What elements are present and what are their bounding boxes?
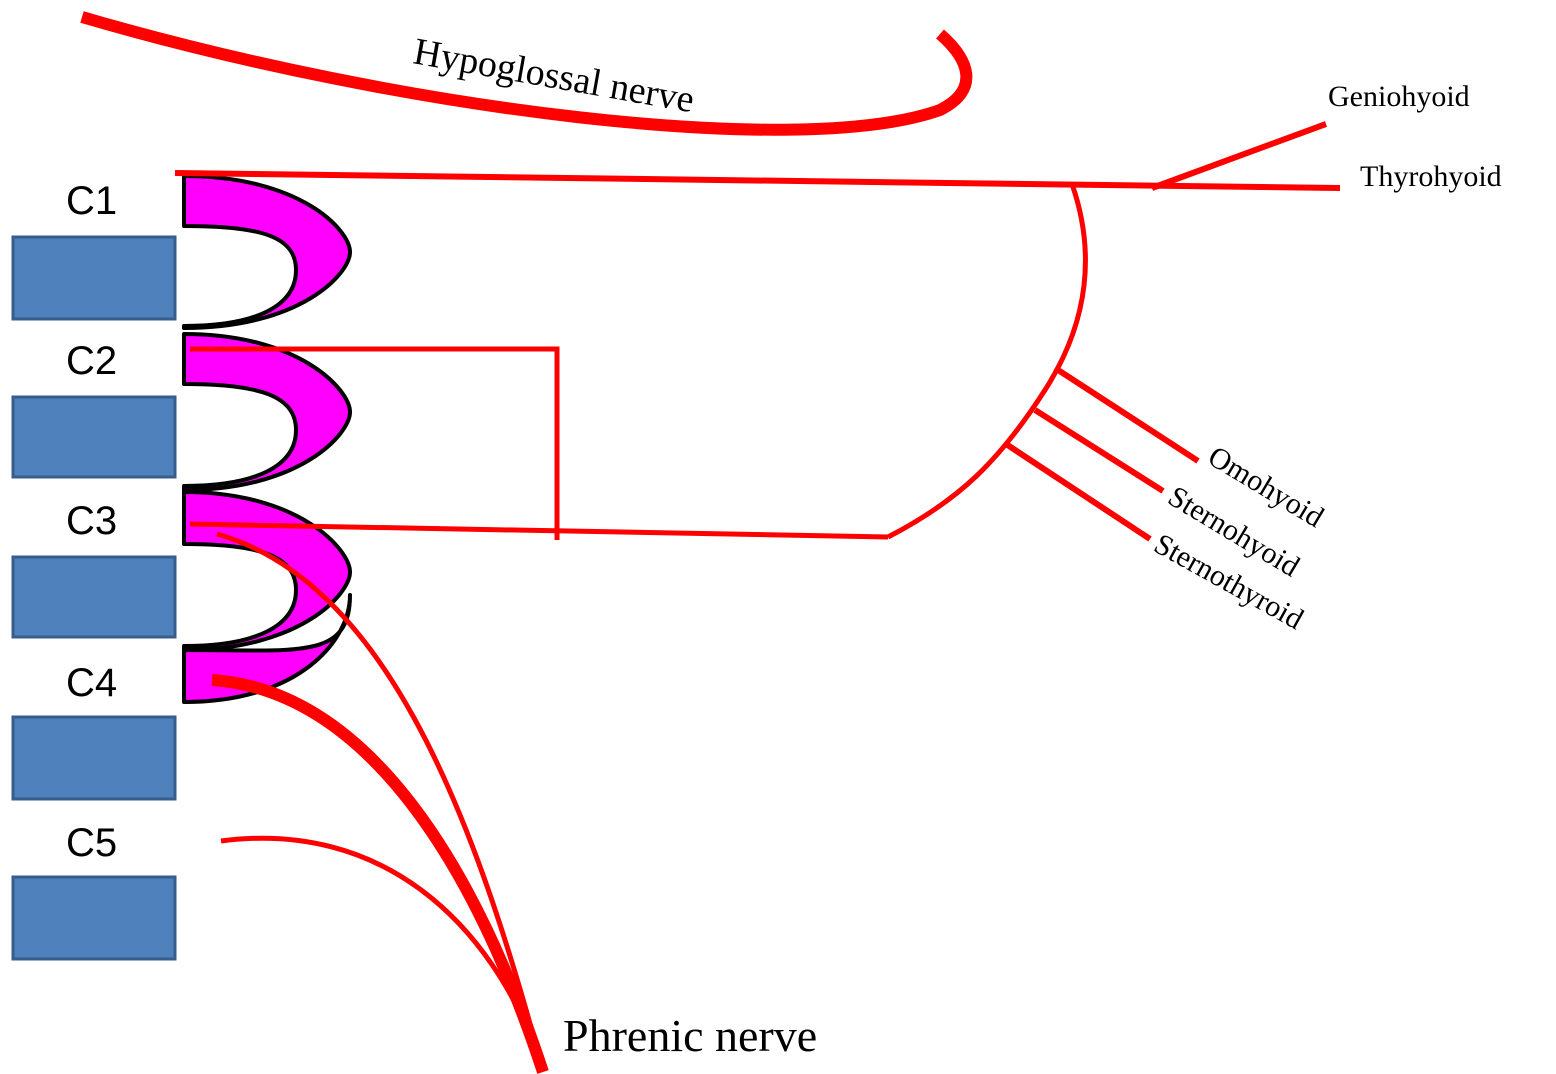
loop-c3-c4	[184, 492, 350, 650]
geniohyoid-label: Geniohyoid	[1328, 80, 1470, 113]
superior-root-ansa	[888, 184, 1085, 537]
vertebra-c5	[13, 877, 175, 959]
level-label-c3: C3	[66, 499, 117, 543]
sternothyroid-branch	[1006, 444, 1150, 539]
level-label-c4: C4	[66, 661, 117, 705]
omohyoid-branch	[1055, 368, 1198, 461]
hypoglossal-nerve-label: Hypoglossal nerve	[410, 31, 697, 122]
vertebra-c4	[13, 717, 175, 799]
loop-c1-c2	[184, 176, 350, 328]
thyrohyoid-label: Thyrohyoid	[1360, 160, 1502, 193]
plexus-loops	[184, 176, 350, 702]
level-label-c5: C5	[66, 821, 117, 865]
level-label-c2: C2	[66, 339, 117, 383]
phrenic-root-c4	[212, 680, 543, 1072]
level-label-c1: C1	[66, 179, 117, 223]
phrenic-nerve-label: Phrenic nerve	[563, 1010, 817, 1061]
vertebra-c3	[13, 557, 175, 637]
vertebra-c1	[13, 237, 175, 319]
geniohyoid-branch	[1152, 124, 1326, 188]
loop-c2-c3	[184, 334, 350, 490]
phrenic-root-c3	[217, 534, 540, 1060]
vertebra-c2	[13, 397, 175, 477]
